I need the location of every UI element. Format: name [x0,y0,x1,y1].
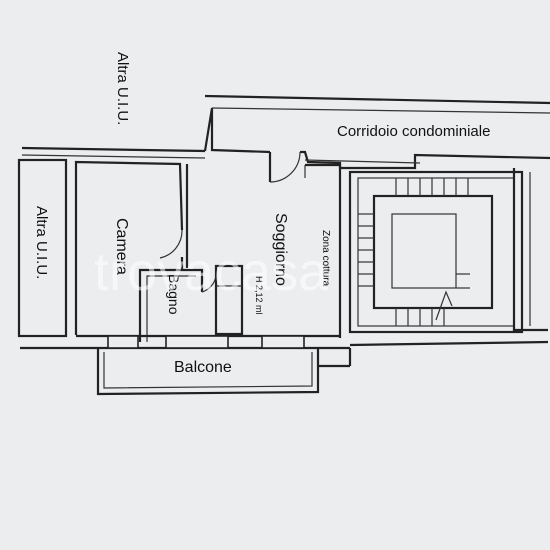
corridor-wall-bottom-inner [304,159,421,164]
stair-well [391,213,457,289]
label-zona-cottura: Zona cottura [320,230,331,287]
stair-landing [372,194,494,310]
camera-door-swing [159,229,183,259]
stair-treads [358,178,470,326]
label-altra-top: Altra U.I.U. [114,52,131,125]
label-balcone: Balcone [174,359,232,376]
bottom-wall-right [349,340,549,347]
watermark: trovacasa [94,242,329,302]
outer-wall-top-left [21,146,206,153]
camera-walls [74,160,184,335]
neighbour-unit-right [512,168,548,332]
label-bagno: Bagno [166,274,182,315]
stairwell [348,170,524,334]
bagno-walls-inner [146,275,196,342]
entrance-door-swing [269,151,301,183]
corridor-wall-top [204,94,550,105]
wall-block [107,335,139,349]
soggiorno-right-wall [305,163,342,338]
label-corridoio: Corridoio condominiale [337,123,490,140]
wall-block [165,335,229,349]
bagno-walls [138,268,204,342]
stairwell-inner [357,177,515,327]
label-camera: Camera [113,218,130,275]
stair-arrow [435,290,453,321]
corridor-wall-inner [211,107,550,114]
balcone-outline [96,348,320,396]
shaft-block [214,264,244,336]
balcone-outline-inner [103,352,313,389]
entrance-jamb [203,107,271,154]
label-height-note: H 2,12 ml [254,276,264,315]
label-soggiorno: Soggiorno [272,213,289,286]
wall-block [261,335,305,349]
label-altra-left: Altra U.I.U. [33,206,50,279]
outer-wall-top-left-inner [21,154,206,159]
neighbour-unit-left [17,158,68,338]
